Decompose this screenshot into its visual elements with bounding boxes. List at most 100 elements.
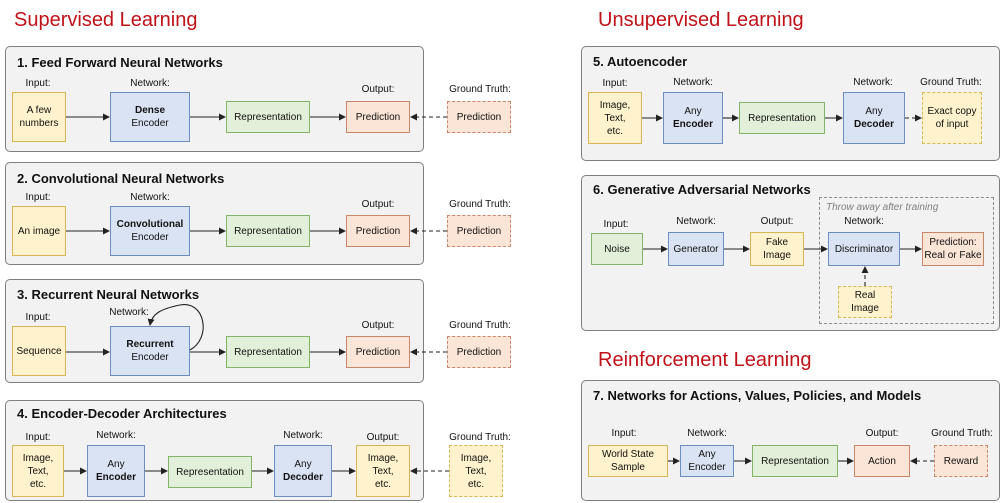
panel-title-gan: 6. Generative Adversarial Networks: [593, 182, 811, 197]
ground-truth-text: Exact copy of input: [927, 106, 977, 130]
panel-title-convolutional: 2. Convolutional Neural Networks: [17, 171, 225, 186]
panel-title-feed-forward: 1. Feed Forward Neural Networks: [17, 55, 223, 70]
world-state-text: World State Sample: [601, 449, 655, 473]
label-output: Output:: [865, 428, 899, 439]
section-title-supervised: Supervised Learning: [14, 9, 198, 31]
reward-text: Reward: [943, 455, 979, 467]
input-box: Image, Text, etc.: [12, 445, 64, 497]
input-text: An image: [17, 225, 61, 237]
label-ground-truth: Ground Truth:: [920, 77, 982, 88]
any-encoder-box: Any Encoder: [680, 445, 734, 477]
generator-box: Generator: [668, 232, 724, 266]
ground-truth-box: Prediction: [447, 215, 511, 247]
ground-truth-box: Prediction: [447, 101, 511, 133]
panel-title-reinforcement: 7. Networks for Actions, Values, Policie…: [593, 388, 922, 403]
label-network: Network:: [853, 77, 893, 88]
panel-reinforcement: [581, 380, 1000, 501]
panel-title-autoencoder: 5. Autoencoder: [593, 54, 688, 69]
noise-text: Noise: [604, 243, 630, 255]
representation-text: Representation: [176, 466, 244, 478]
ground-truth-text: Prediction: [456, 225, 502, 237]
label-ground-truth: Ground Truth:: [931, 428, 993, 439]
ground-truth-text: Prediction: [456, 111, 502, 123]
prediction-text: Prediction: [355, 111, 401, 123]
encoder-text: Encoder: [131, 232, 169, 243]
throw-away-label: Throw away after training: [826, 202, 939, 213]
input-box: Sequence: [12, 326, 66, 376]
input-text: Image, Text, etc.: [599, 99, 631, 137]
decoder-bold-text: Decoder: [853, 119, 894, 130]
label-input: Input:: [602, 78, 628, 89]
prediction-box: Prediction: [346, 215, 410, 247]
label-network: Network:: [130, 78, 170, 89]
label-ground-truth: Ground Truth:: [449, 199, 511, 210]
section-title-reinforcement: Reinforcement Learning: [598, 349, 812, 371]
decoder-top-text: Any: [865, 106, 883, 117]
decoder-bold-text: Decoder: [282, 472, 323, 483]
representation-text: Representation: [761, 455, 829, 467]
panel-feed-forward: [5, 46, 424, 152]
encoder-bold-text: Encoder: [95, 472, 136, 483]
representation-text: Representation: [234, 346, 302, 358]
world-state-box: World State Sample: [588, 445, 668, 477]
encoder-bold-text: Encoder: [672, 119, 713, 130]
label-ground-truth: Ground Truth:: [449, 320, 511, 331]
real-image-box: Real Image: [838, 286, 892, 318]
label-network: Network:: [283, 430, 323, 441]
prediction-text: Prediction: [355, 346, 401, 358]
action-box: Action: [854, 445, 910, 477]
fake-image-text: Fake Image: [763, 237, 791, 261]
reward-box: Reward: [934, 445, 988, 477]
fake-image-box: Fake Image: [750, 232, 804, 266]
representation-text: Representation: [234, 111, 302, 123]
input-box: Image, Text, etc.: [588, 92, 642, 144]
representation-box: Representation: [168, 456, 252, 488]
label-input: Input:: [25, 312, 51, 323]
label-network: Network:: [687, 428, 727, 439]
label-ground-truth: Ground Truth:: [449, 84, 511, 95]
input-text: A few numbers: [19, 105, 59, 129]
real-image-text: Real Image: [851, 290, 879, 314]
gan-prediction-text: Prediction: Real or Fake: [924, 237, 982, 261]
label-input: Input:: [25, 192, 51, 203]
representation-box: Representation: [752, 445, 838, 477]
discriminator-text: Discriminator: [834, 243, 894, 255]
encoder-bold-text: Dense: [134, 105, 165, 116]
label-network: Network:: [109, 307, 149, 318]
label-output: Output:: [366, 432, 400, 443]
label-output: Output:: [361, 320, 395, 331]
label-ground-truth: Ground Truth:: [449, 432, 511, 443]
prediction-box: Prediction: [346, 336, 410, 368]
action-text: Action: [868, 455, 896, 467]
representation-box: Representation: [226, 336, 310, 368]
ground-truth-text: Prediction: [456, 346, 502, 358]
decoder-top-text: Any: [294, 459, 312, 470]
output-text: Image, Text, etc.: [367, 452, 399, 490]
gan-prediction-box: Prediction: Real or Fake: [922, 232, 984, 266]
label-input: Input:: [25, 432, 51, 443]
label-network: Network:: [130, 192, 170, 203]
ground-truth-box: Image, Text, etc.: [449, 445, 503, 497]
encoder-text: Encoder: [131, 352, 169, 363]
section-title-unsupervised: Unsupervised Learning: [598, 9, 804, 31]
representation-text: Representation: [748, 112, 816, 124]
input-text: Sequence: [16, 345, 62, 357]
encoder-bold-text: Recurrent: [126, 339, 174, 350]
input-box: A few numbers: [12, 92, 66, 142]
label-input: Input:: [603, 219, 629, 230]
label-input: Input:: [611, 428, 637, 439]
encoder-text: Encoder: [131, 118, 169, 129]
panel-convolutional: [5, 162, 424, 265]
label-network: Network:: [676, 216, 716, 227]
generator-text: Generator: [673, 243, 719, 255]
representation-text: Representation: [234, 225, 302, 237]
input-box: An image: [12, 206, 66, 256]
representation-box: Representation: [739, 102, 825, 134]
label-network: Network:: [844, 216, 884, 227]
label-network: Network:: [673, 77, 713, 88]
